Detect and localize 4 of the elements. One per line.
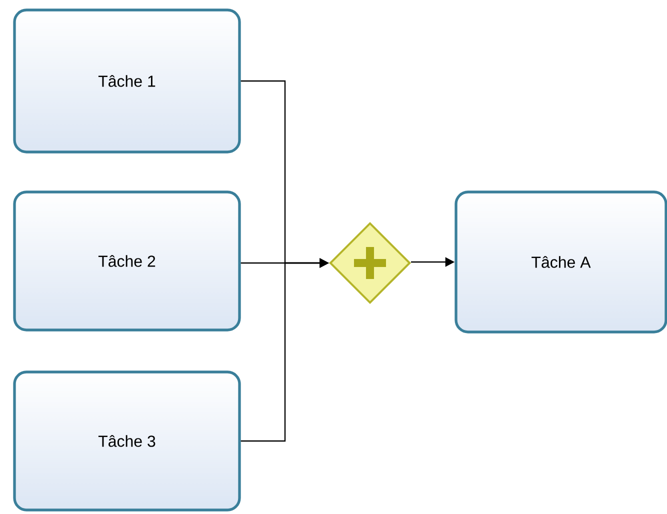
task-box: Tâche 1 [13,8,241,154]
task-box: Tâche 3 [13,370,241,512]
task-box: Tâche A [454,190,667,334]
task-box: Tâche 2 [13,190,241,332]
